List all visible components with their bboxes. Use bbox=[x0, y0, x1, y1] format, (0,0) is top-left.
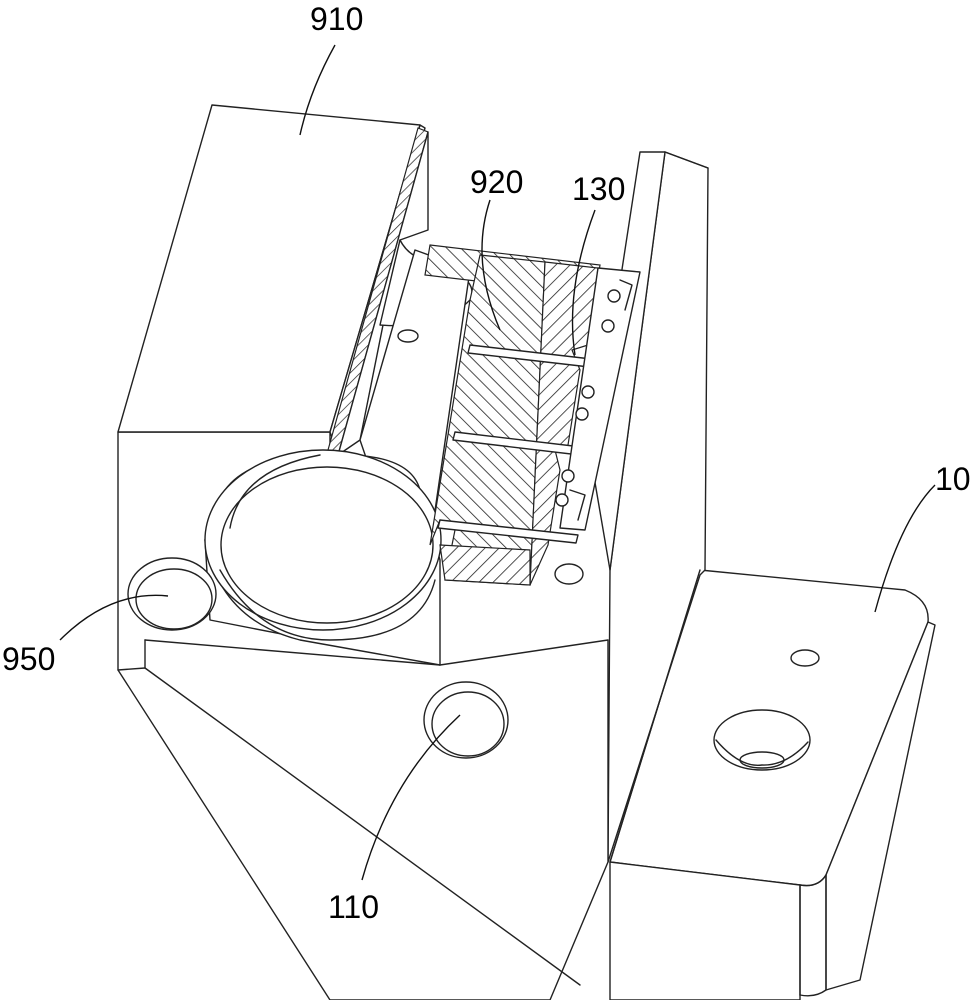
leader-950 bbox=[59, 594, 169, 641]
leader-910 bbox=[299, 44, 336, 136]
leader-130 bbox=[571, 209, 596, 356]
leader-110 bbox=[361, 714, 461, 881]
base-plate-10 bbox=[609, 569, 936, 1001]
housing-block bbox=[117, 104, 609, 1001]
vertical-wall bbox=[591, 151, 709, 863]
sectioned-cartridge bbox=[424, 244, 641, 586]
label-950: 950 bbox=[2, 641, 55, 677]
label-10: 10 bbox=[935, 461, 971, 497]
leader-lines bbox=[59, 44, 936, 881]
label-920: 920 bbox=[470, 164, 523, 200]
label-110: 110 bbox=[328, 889, 379, 925]
leader-10 bbox=[874, 484, 936, 613]
leader-920 bbox=[481, 199, 501, 331]
reference-labels: 910 920 130 10 950 110 bbox=[2, 1, 971, 925]
label-910: 910 bbox=[310, 1, 363, 37]
label-130: 130 bbox=[572, 171, 625, 207]
